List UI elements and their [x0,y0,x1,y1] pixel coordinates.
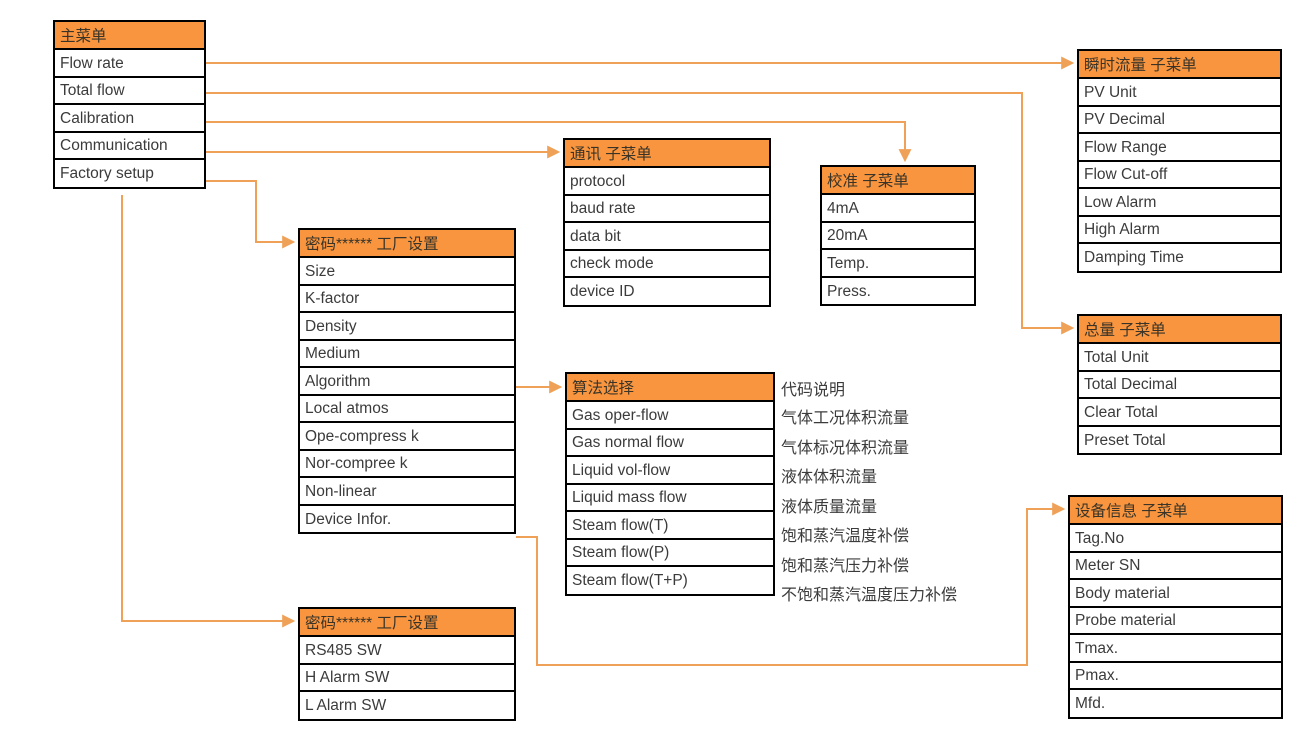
box-header: 主菜单 [55,22,204,50]
box-header: 总量 子菜单 [1079,316,1280,344]
menu-item: Preset Total [1079,428,1280,453]
menu-item: Total Decimal [1079,373,1280,399]
box-header: 密码****** 工厂设置 [300,609,514,637]
menu-item: Density [300,314,514,341]
menu-item: Steam flow(T+P) [567,568,773,594]
menu-item: L Alarm SW [300,693,514,719]
connector-calibration-arrow [206,121,912,163]
menu-item: Flow Cut-off [1079,163,1280,189]
menu-item: Algorithm [300,369,514,396]
menu-item: Body material [1070,581,1281,608]
code-note: 液体质量流量 [781,498,878,516]
connector-factory-setup-arrow [206,180,296,249]
menu-item: baud rate [565,197,769,223]
menu-item: Total flow [55,79,204,105]
menu-item: Liquid vol-flow [567,458,773,485]
menu-item: Nor-compree k [300,452,514,478]
menu-item: Ope-compress k [300,424,514,451]
menu-item: RS485 SW [300,638,514,665]
code-notes-header: 代码说明 [781,382,846,399]
connector-factory-setup-2-arrow [121,195,296,628]
menu-item: data bit [565,224,769,251]
menu-item: Medium [300,342,514,368]
code-note: 饱和蒸汽压力补偿 [781,557,910,575]
menu-item: Probe material [1070,609,1281,635]
menu-item: Press. [822,279,974,304]
menu-item: Total Unit [1079,345,1280,372]
code-note: 饱和蒸汽温度补偿 [781,528,910,545]
menu-item: Low Alarm [1079,190,1280,217]
menu-item: Pmax. [1070,664,1281,690]
menu-item: Device Infor. [300,507,514,532]
menu-item: Factory setup [55,161,204,187]
menu-item: Gas normal flow [567,431,773,457]
code-note: 不饱和蒸汽温度压力补偿 [781,587,958,604]
menu-item: Communication [55,134,204,160]
menu-item: Liquid mass flow [567,486,773,512]
menu-item: Steam flow(T) [567,513,773,540]
menu-item: Local atmos [300,397,514,423]
menu-item: PV Decimal [1079,108,1280,134]
code-note: 气体工况体积流量 [781,410,910,427]
menu-item: K-factor [300,287,514,313]
menu-item: Steam flow(P) [567,541,773,567]
menu-item: Clear Total [1079,400,1280,427]
menu-item: Gas oper-flow [567,403,773,430]
menu-item: Mfd. [1070,691,1281,717]
box-header: 密码****** 工厂设置 [300,230,514,258]
menu-item: Flow Range [1079,135,1280,162]
menu-item: Meter SN [1070,554,1281,580]
menu-item: Size [300,259,514,286]
box-header: 算法选择 [567,374,773,402]
code-notes-column: 代码说明 气体工况体积流量气体标况体积流量液体体积流量液体质量流量饱和蒸汽温度补… [781,374,957,607]
menu-item: Tmax. [1070,636,1281,663]
menu-item: Flow rate [55,51,204,78]
menu-item: Temp. [822,251,974,278]
menu-item: High Alarm [1079,218,1280,244]
menu-item: device ID [565,279,769,305]
box-header: 瞬时流量 子菜单 [1079,51,1280,79]
menu-item: Tag.No [1070,526,1281,553]
menu-item: 4mA [822,196,974,223]
box-header: 设备信息 子菜单 [1070,497,1281,525]
box-header: 校准 子菜单 [822,167,974,195]
menu-item: 20mA [822,224,974,250]
box-header: 通讯 子菜单 [565,140,769,168]
menu-item: Damping Time [1079,245,1280,271]
menu-item: Calibration [55,106,204,133]
menu-item: Non-linear [300,479,514,506]
code-notes-rows: 气体工况体积流量气体标况体积流量液体体积流量液体质量流量饱和蒸汽温度补偿饱和蒸汽… [781,402,957,607]
code-note: 气体标况体积流量 [781,439,910,457]
menu-item: H Alarm SW [300,666,514,692]
menu-item: PV Unit [1079,80,1280,107]
menu-item: check mode [565,252,769,278]
menu-item: protocol [565,169,769,196]
code-note: 液体体积流量 [781,469,878,486]
